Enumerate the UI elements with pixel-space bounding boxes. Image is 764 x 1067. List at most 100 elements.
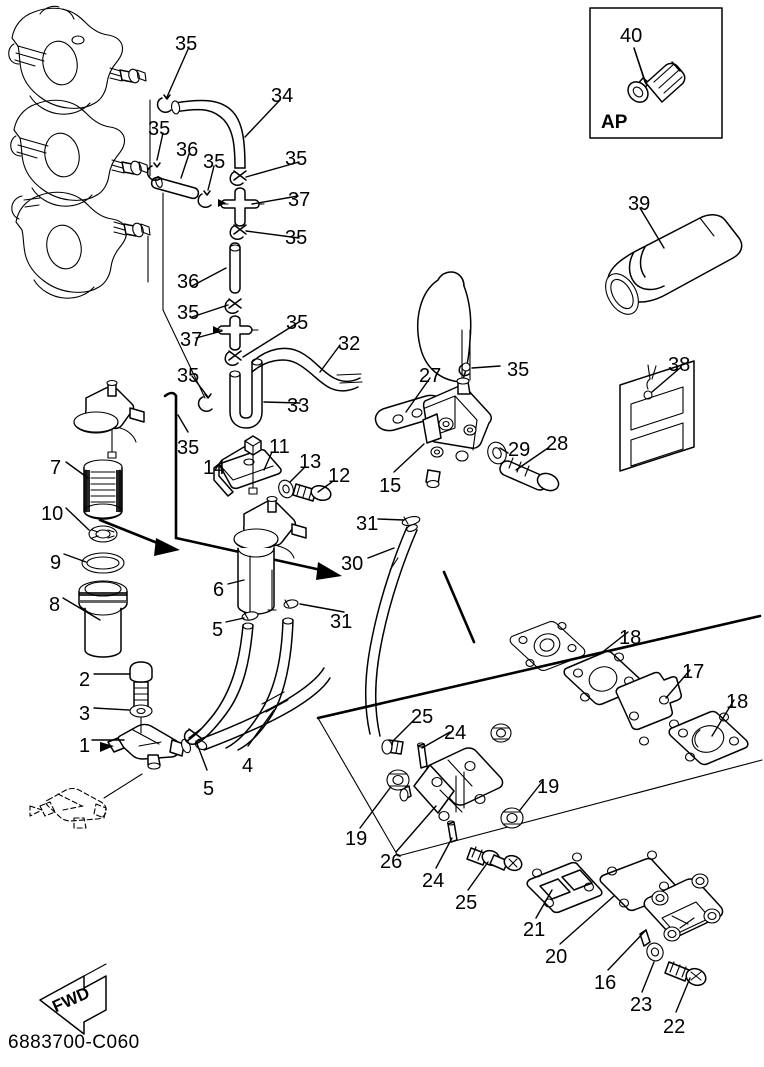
clamp-5-a (241, 611, 259, 621)
pump-body-16 (639, 873, 724, 947)
callout-31: 31 (356, 513, 379, 535)
callout-21: 21 (523, 919, 546, 941)
callout-37: 37 (288, 189, 311, 211)
fuel-joint-alt-view (29, 773, 143, 829)
clamp-35-g (224, 350, 242, 366)
leader-lines (62, 46, 735, 1013)
bolt-25-a (381, 739, 404, 755)
callout-19: 19 (345, 828, 368, 850)
carburetor-3 (11, 191, 151, 299)
washer-13 (278, 479, 294, 499)
lower-panel-boundary (316, 570, 763, 857)
filter-cup-8 (78, 580, 128, 658)
callout-25: 25 (411, 706, 434, 728)
label-38 (619, 360, 695, 472)
bolt-12 (292, 483, 332, 502)
pin-24-a (416, 742, 428, 769)
nut-14 (244, 435, 262, 456)
assembly-arrow-left (98, 518, 180, 556)
gasket-row (509, 621, 749, 766)
callout-27: 27 (419, 365, 442, 387)
gasket-plate-a (509, 621, 586, 671)
callout-8: 8 (49, 594, 61, 616)
callout-20: 20 (545, 946, 568, 968)
callout-23: 23 (630, 994, 653, 1016)
o-ring-9 (81, 552, 125, 574)
callout-14: 14 (203, 457, 226, 479)
gasket-17 (615, 671, 682, 746)
clamp-35-f (224, 298, 242, 314)
clamp-35-b (146, 162, 162, 181)
callout-11: 11 (269, 436, 290, 458)
callout-33: 33 (287, 395, 310, 417)
callout-18: 18 (726, 691, 749, 713)
callout-35: 35 (203, 151, 226, 173)
callout-31: 31 (330, 611, 353, 633)
callout-35: 35 (285, 227, 308, 249)
fuel-filter-exploded (73, 379, 145, 658)
cover-39 (605, 214, 743, 315)
callout-7: 7 (50, 457, 62, 479)
callout-22: 22 (663, 1016, 686, 1038)
callout-13: 13 (299, 451, 322, 473)
filter-element-7 (83, 459, 123, 520)
nut-19-right (500, 807, 524, 829)
hose-pump-upper (417, 271, 472, 383)
clamp-35-c (229, 170, 247, 186)
callout-36: 36 (177, 271, 200, 293)
callout-36: 36 (176, 139, 199, 161)
ap-inset-box (589, 7, 723, 139)
clamp-31-b (283, 599, 299, 609)
filter-bracket-11 (213, 435, 332, 502)
callout-5: 5 (203, 778, 215, 800)
callout-35: 35 (175, 33, 198, 55)
carburetor-stack (8, 5, 151, 299)
hose-36-b (229, 242, 241, 294)
fuel-pump-assembly-15 (374, 377, 492, 489)
clamp-35-e (197, 190, 212, 208)
bolt-2 (129, 661, 153, 711)
callout-1: 1 (79, 735, 91, 757)
callout-4: 4 (242, 755, 254, 777)
bolt-28 (499, 457, 560, 492)
part-40-plug (627, 61, 686, 103)
hose-4 (194, 667, 331, 751)
callout-29: 29 (508, 439, 531, 461)
callout-24: 24 (422, 870, 445, 892)
callout-37: 37 (180, 329, 203, 351)
filter-head (73, 379, 145, 459)
callout-35: 35 (507, 359, 530, 381)
callout-28: 28 (546, 433, 569, 455)
clamp-35-a (156, 94, 172, 113)
callout-10: 10 (41, 503, 64, 525)
callout-39: 39 (628, 193, 651, 215)
clamp-35-j (458, 362, 471, 377)
hose-32 (251, 347, 363, 392)
nut-19-aux (490, 723, 512, 743)
callout-3: 3 (79, 703, 91, 725)
fuel-filter-assembly-6 (233, 495, 307, 621)
callout-26: 26 (380, 851, 403, 873)
callout-24: 24 (444, 722, 467, 744)
nut-19-left (386, 769, 410, 791)
washer-23 (646, 942, 664, 962)
pin-24-b (446, 820, 458, 843)
gasket-10 (88, 525, 118, 543)
callout-35: 35 (148, 118, 171, 140)
clamp-35-d (229, 224, 247, 240)
callout-2: 2 (79, 669, 91, 691)
callout-30: 30 (341, 553, 364, 575)
callout-5: 5 (212, 619, 224, 641)
callout-38: 38 (668, 354, 691, 376)
callout-17: 17 (682, 661, 705, 683)
gasket-18-b (668, 710, 749, 766)
callout-19: 19 (537, 776, 560, 798)
callout-6: 6 (213, 579, 225, 601)
callout-18: 18 (619, 627, 642, 649)
screw-22 (664, 961, 707, 987)
ap-inset-label: AP (601, 112, 628, 133)
callout-12: 12 (328, 465, 351, 487)
screw-22-aux (489, 854, 523, 872)
